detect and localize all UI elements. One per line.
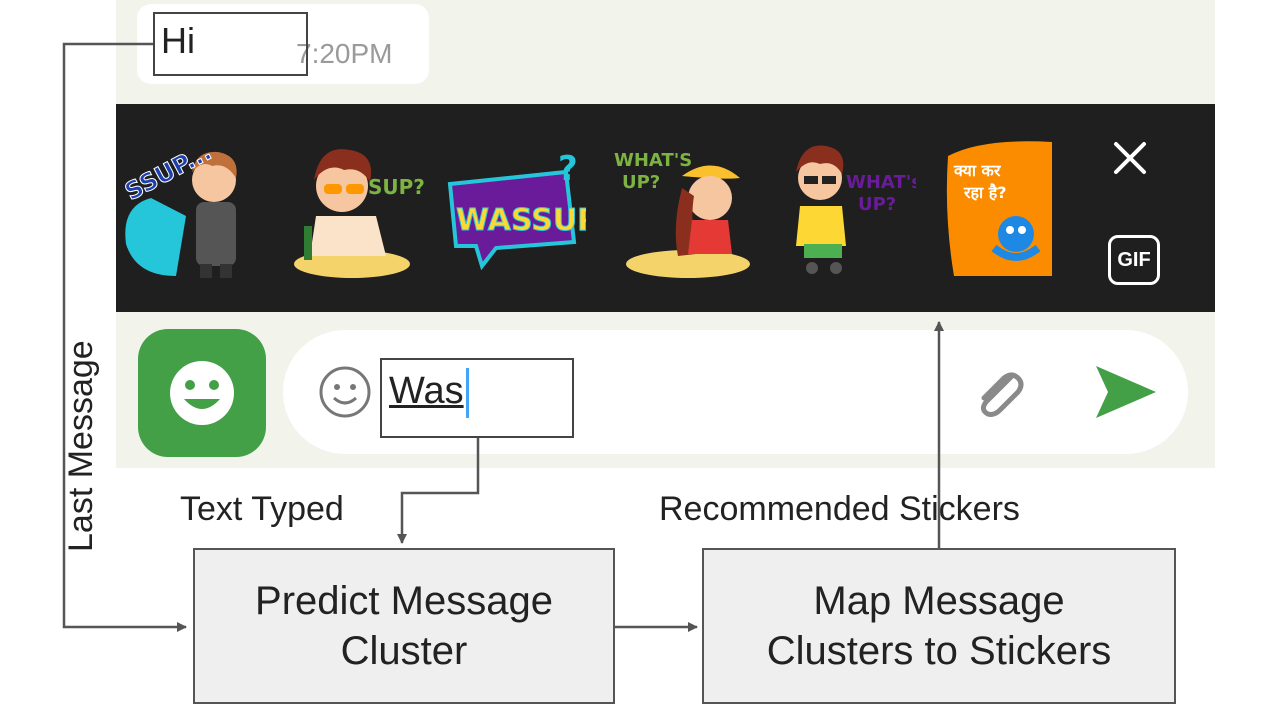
label-last-message: Last Message (62, 340, 101, 552)
smile-face-icon (138, 329, 266, 457)
sticker-sup[interactable]: SUP? (286, 136, 426, 282)
label-text-typed: Text Typed (180, 490, 344, 529)
predict-cluster-box: Predict Message Cluster (193, 548, 615, 704)
send-icon[interactable] (1090, 360, 1160, 424)
svg-text:WHAT's: WHAT's (846, 172, 916, 193)
label-recommended-stickers: Recommended Stickers (659, 490, 1020, 529)
svg-text:रहा है?: रहा है? (963, 183, 1007, 202)
message-timestamp: 7:20PM (296, 38, 393, 70)
smiley-icon[interactable] (318, 365, 372, 419)
map-clusters-box: Map Message Clusters to Stickers (702, 548, 1176, 704)
svg-text:SUP?: SUP? (368, 175, 425, 199)
sticker-app-button[interactable] (138, 329, 266, 457)
typed-text-highlight (380, 358, 574, 438)
sticker-wassup[interactable]: WASSUP ? (446, 136, 586, 282)
predict-box-line1: Predict Message (255, 576, 553, 626)
map-box-line1: Map Message (813, 576, 1064, 626)
sticker-ssup[interactable]: SSUP... (116, 136, 256, 282)
close-icon[interactable] (1110, 138, 1150, 178)
last-message-highlight (153, 12, 308, 76)
paperclip-icon[interactable] (968, 366, 1028, 422)
svg-text:?: ? (558, 149, 578, 189)
map-box-line2: Clusters to Stickers (767, 626, 1112, 676)
svg-text:क्या कर: क्या कर (953, 161, 1002, 180)
sticker-suggestion-bar: SSUP... SUP? WASSUP ? WHAT'S (116, 104, 1215, 312)
svg-text:UP?: UP? (622, 172, 660, 193)
sticker-whats-up-girl[interactable]: WHAT'S UP? (612, 136, 752, 282)
sticker-hindi[interactable]: क्या कर रहा है? (942, 136, 1082, 282)
predict-box-line2: Cluster (341, 626, 468, 676)
gif-button[interactable]: GIF (1108, 235, 1160, 285)
svg-text:UP?: UP? (858, 194, 896, 215)
svg-text:WHAT'S: WHAT'S (614, 150, 692, 171)
svg-text:WASSUP: WASSUP (456, 203, 586, 238)
sticker-whats-up-boy[interactable]: WHAT's UP? (776, 136, 916, 282)
